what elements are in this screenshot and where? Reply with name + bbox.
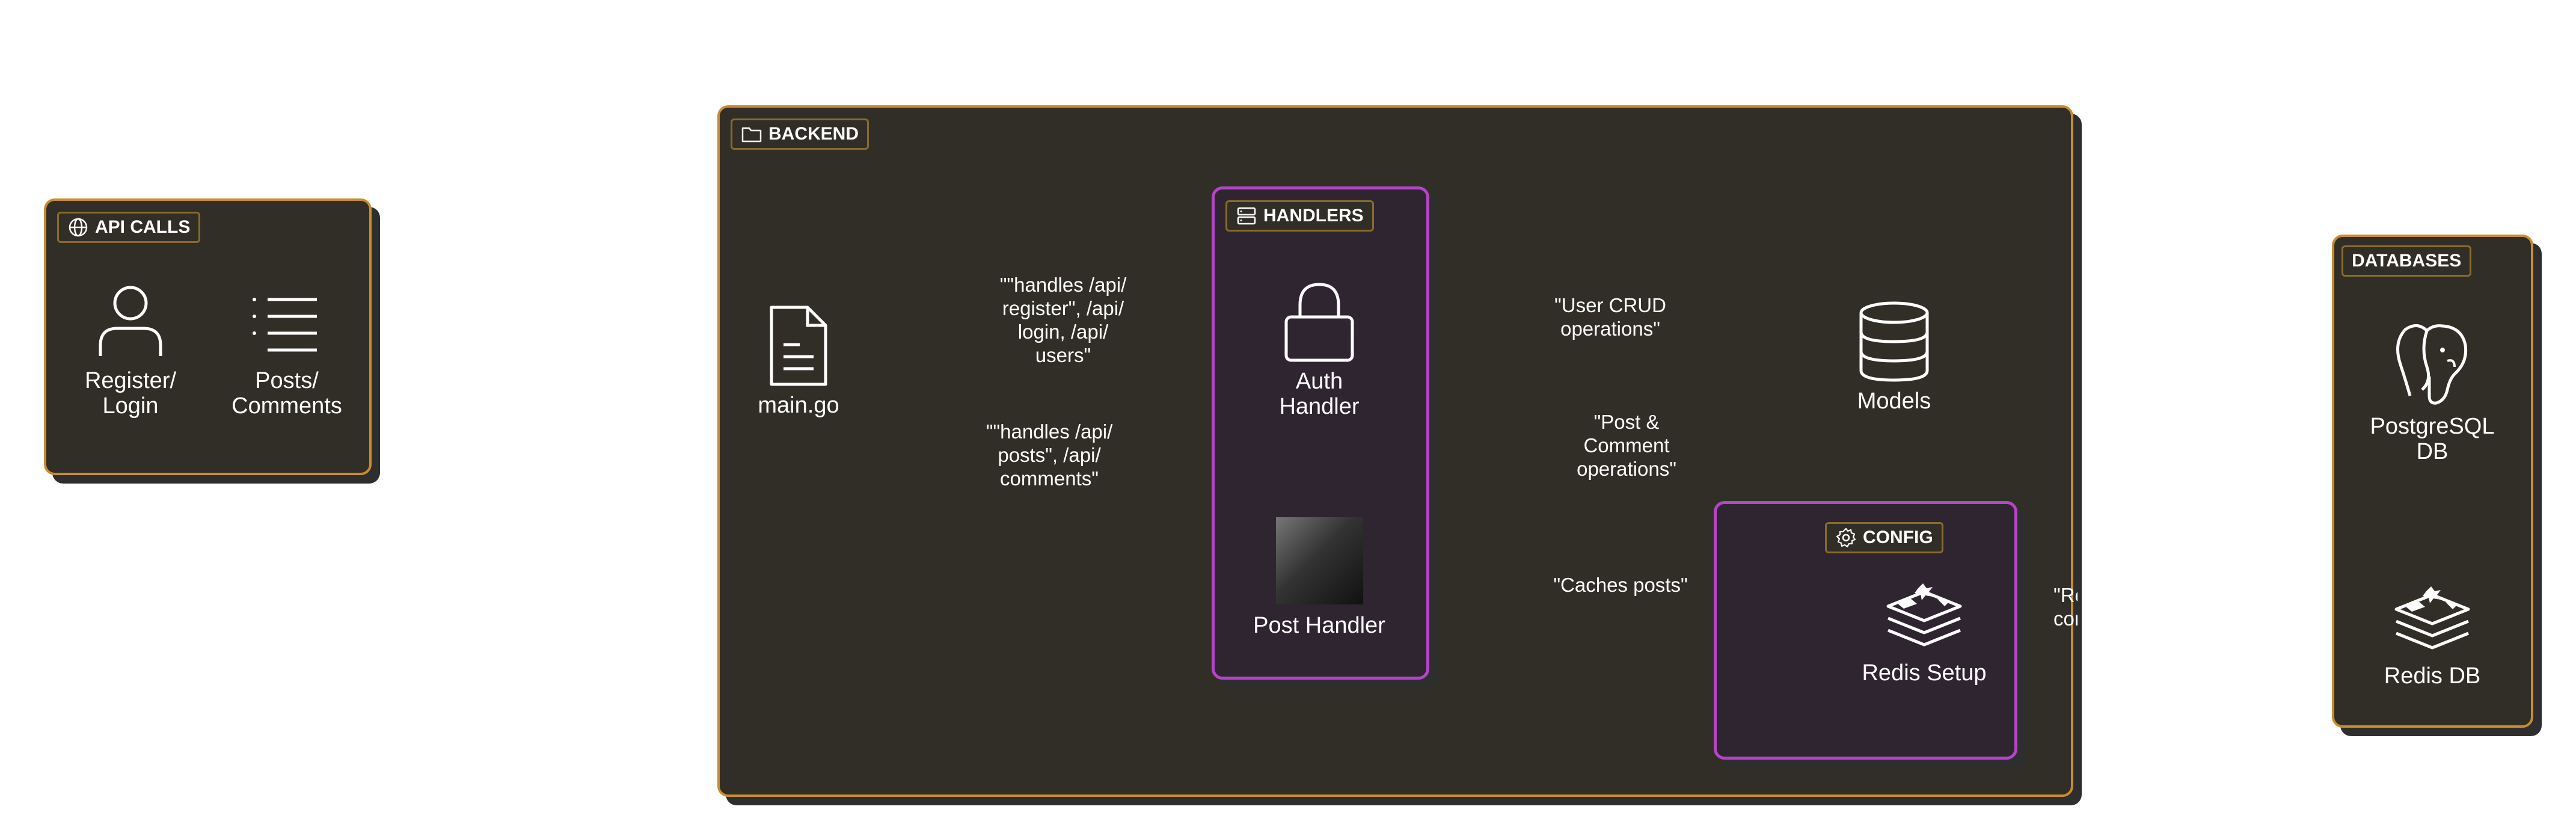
file-icon	[770, 306, 827, 386]
lock-icon	[1284, 283, 1354, 362]
post-handler-image	[1275, 517, 1363, 604]
redis-db-node[interactable]: Redis DB	[2372, 574, 2492, 689]
edge-label-post-comment-ops: "Post & Comment operations"	[1577, 411, 1676, 480]
edge-label-main-to-post: ""handles /api/ posts", /api/ comments"	[986, 420, 1113, 490]
models-node[interactable]: Models	[1834, 300, 1954, 414]
redis-icon	[2394, 586, 2470, 650]
auth-handler-node[interactable]: Auth Handler	[1259, 280, 1379, 419]
main-go-node[interactable]: main.go	[738, 304, 859, 418]
globe-icon	[69, 218, 88, 237]
handlers-group-label: HANDLERS	[1225, 200, 1374, 232]
api-calls-group-label: API CALLS	[57, 212, 201, 243]
redis-setup-label: Redis Setup	[1862, 660, 1987, 686]
backend-group-label: BACKEND	[731, 118, 869, 150]
postgresql-icon	[2396, 324, 2468, 405]
list-icon	[253, 298, 317, 352]
api-calls-group: API CALLS Register/ Login Posts/ Comment…	[44, 198, 372, 475]
edge-label-main-to-auth: ""handles /api/ register", /api/ login, …	[999, 274, 1127, 366]
postgres-db-label: PostgreSQL DB	[2370, 414, 2495, 464]
edge-label-user-crud: "User CRUD operations"	[1554, 294, 1666, 340]
posts-comments-label: Posts/ Comments	[232, 368, 342, 419]
databases-group: DATABASES	[2332, 235, 2533, 728]
main-go-label: main.go	[758, 393, 839, 418]
redis-setup-node[interactable]: Redis Setup	[1840, 571, 2008, 686]
gear-icon	[1836, 527, 1856, 548]
models-label: Models	[1857, 389, 1931, 414]
edge-label-caches-posts: "Caches posts"	[1553, 574, 1688, 596]
config-group-label: CONFIG	[1825, 522, 1943, 553]
auth-handler-label: Auth Handler	[1279, 369, 1360, 419]
register-login-label: Register/ Login	[84, 368, 177, 419]
redis-db-label: Redis DB	[2384, 663, 2481, 689]
edge-label-redis-connection: "Re conne	[2053, 584, 2078, 630]
posts-comments-node[interactable]: Posts/ Comments	[227, 279, 347, 419]
register-login-node[interactable]: Register/ Login	[70, 279, 191, 419]
post-handler-node[interactable]: Post Handler	[1235, 517, 1403, 638]
folder-icon	[741, 127, 762, 143]
api-calls-title: API CALLS	[95, 217, 191, 237]
databases-title: DATABASES	[2352, 251, 2462, 271]
database-icon	[1859, 301, 1929, 382]
postgres-db-node[interactable]: PostgreSQL DB	[2370, 319, 2495, 464]
redis-icon	[1886, 583, 1962, 647]
server-icon	[1237, 207, 1256, 225]
handlers-title: HANDLERS	[1263, 206, 1364, 226]
post-handler-label: Post Handler	[1253, 613, 1385, 638]
backend-title: BACKEND	[768, 124, 859, 144]
config-title: CONFIG	[1863, 527, 1933, 547]
config-group: CONFIG	[1714, 501, 2017, 760]
user-icon	[99, 286, 162, 356]
databases-group-label: DATABASES	[2341, 245, 2472, 277]
